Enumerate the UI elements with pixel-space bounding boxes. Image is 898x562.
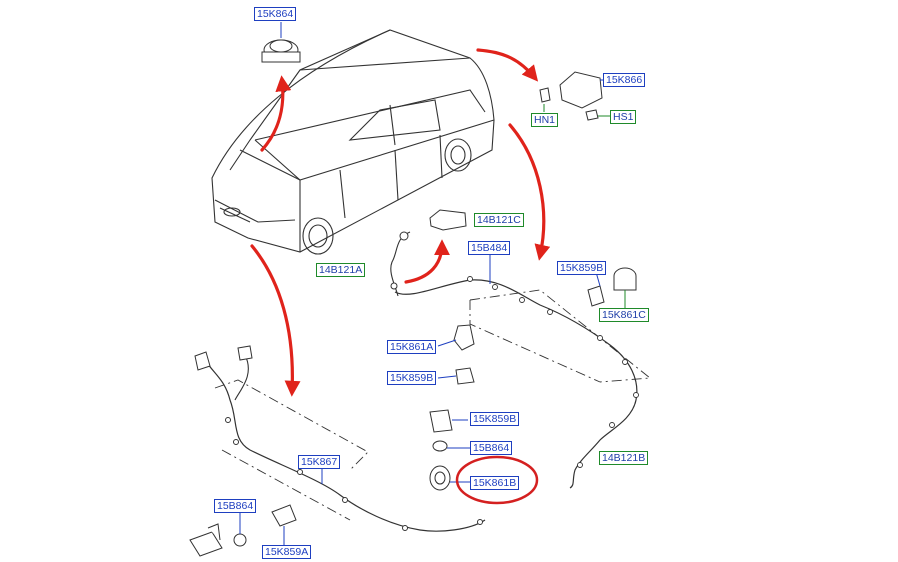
label-15k861b: 15K861B: [470, 476, 520, 490]
label-hs1: HS1: [610, 110, 637, 124]
module-15k866: [539, 71, 603, 121]
vehicle-illustration: [211, 29, 495, 255]
label-14b121c: 14B121C: [474, 213, 524, 227]
arrow-group: [250, 48, 551, 397]
arrow-to-connector: [404, 239, 450, 284]
label-14b121a: 14B121A: [316, 263, 366, 277]
label-15b864-low: 15B864: [214, 499, 257, 513]
arrow-to-rear-harness: [508, 123, 551, 261]
label-15k866: 15K866: [603, 73, 646, 87]
sensor-lower-left: [189, 504, 297, 557]
label-15k859b-right: 15K859B: [557, 261, 607, 275]
highlight-ellipse: [455, 455, 539, 505]
arrow-to-right-module: [476, 48, 539, 82]
label-15b484: 15B484: [468, 241, 511, 255]
sensor-stack-lower: [429, 409, 453, 491]
label-15b864-mid: 15B864: [470, 441, 513, 455]
harness-15k867: [204, 359, 486, 532]
label-15k859b-mid: 15K859B: [387, 371, 437, 385]
label-15k859b-low: 15K859B: [470, 412, 520, 426]
label-hn1: HN1: [531, 113, 559, 127]
label-15k859a: 15K859A: [262, 545, 312, 559]
connector-14b121c: [429, 209, 467, 231]
sensor-mid: [453, 324, 475, 385]
label-15k867: 15K867: [298, 455, 341, 469]
label-15k861a: 15K861A: [387, 340, 437, 354]
sensor-15k864-top: [261, 39, 301, 63]
sensor-right: [587, 267, 637, 307]
front-bumper-outline: [214, 379, 369, 521]
label-14b121b: 14B121B: [599, 451, 649, 465]
label-15k861c: 15K861C: [599, 308, 649, 322]
rear-bumper-outline: [469, 289, 652, 383]
arrow-to-top-sensor: [260, 75, 292, 152]
arrow-to-front-harness: [250, 244, 301, 397]
label-15k864-top: 15K864: [254, 7, 297, 21]
